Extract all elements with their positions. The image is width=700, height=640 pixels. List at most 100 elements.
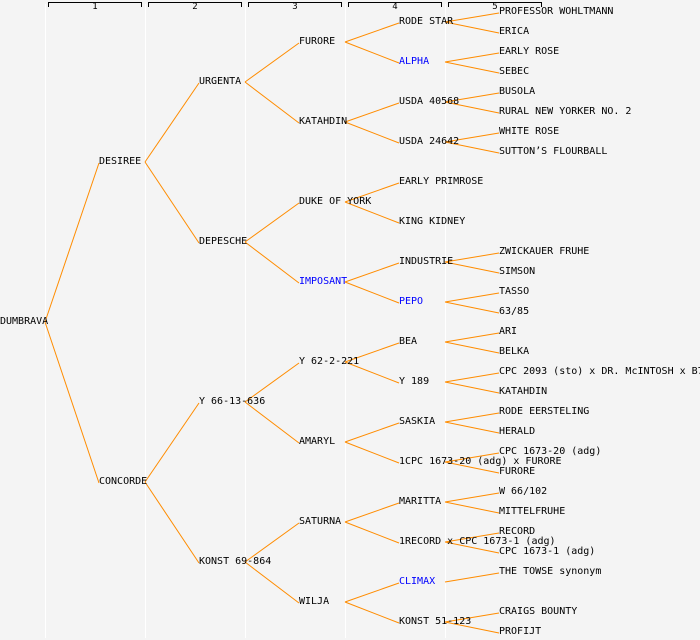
ancestor-variety[interactable]: RODE EERSTELING <box>499 406 590 417</box>
ancestor-variety[interactable]: PROFESSOR WOHLTMANN <box>499 6 614 17</box>
ancestor-variety[interactable]: DEPESCHE <box>199 236 248 247</box>
pedigree-link <box>444 572 500 583</box>
ancestor-variety[interactable]: ZWICKAUER FRUHE <box>499 246 590 257</box>
ancestor-variety[interactable]: MARITTA <box>399 496 442 507</box>
ancestor-variety[interactable]: WHITE ROSE <box>499 126 560 137</box>
ancestor-variety[interactable]: ALPHA <box>399 56 430 67</box>
column-separator <box>445 4 446 638</box>
ancestor-variety[interactable]: DESIREE <box>99 156 142 167</box>
ancestor-variety[interactable]: RECORD <box>499 526 536 537</box>
ancestor-variety[interactable]: BUSOLA <box>499 86 536 97</box>
pedigree-link <box>344 342 400 363</box>
ancestor-variety[interactable]: 63/85 <box>499 306 530 317</box>
pedigree-link <box>44 162 100 323</box>
ancestor-variety[interactable]: AMARYL <box>299 436 336 447</box>
ancestor-variety[interactable]: BEA <box>399 336 418 347</box>
ancestor-variety[interactable]: URGENTA <box>199 76 242 87</box>
ancestor-variety[interactable]: KONST 51-123 <box>399 616 472 627</box>
ancestor-variety[interactable]: CRAIGS BOUNTY <box>499 606 578 617</box>
ancestor-variety[interactable]: SASKIA <box>399 416 436 427</box>
column-separator <box>145 4 146 638</box>
pedigree-link <box>144 481 200 564</box>
ancestor-variety[interactable]: EARLY ROSE <box>499 46 560 57</box>
header-bracket <box>348 2 442 7</box>
pedigree-link <box>444 61 500 74</box>
ancestor-variety[interactable]: USDA 24642 <box>399 136 460 147</box>
ancestor-variety[interactable]: FURORE <box>299 36 336 47</box>
ancestor-variety[interactable]: BELKA <box>499 346 530 357</box>
ancestor-variety[interactable]: TASSO <box>499 286 530 297</box>
ancestor-variety[interactable]: IMPOSANT <box>299 276 348 287</box>
header-bracket <box>248 2 342 7</box>
ancestor-variety[interactable]: DUKE OF YORK <box>299 196 372 207</box>
generation-number: 3 <box>292 2 298 12</box>
ancestor-variety[interactable]: CLIMAX <box>399 576 436 587</box>
pedigree-link <box>444 452 500 463</box>
ancestor-variety[interactable]: 1CPC 1673-20 (adg) x FURORE <box>399 456 562 467</box>
ancestor-variety[interactable]: KING KIDNEY <box>399 216 466 227</box>
pedigree-link <box>444 132 500 143</box>
pedigree-link <box>444 492 500 503</box>
pedigree-link <box>44 321 100 484</box>
root-variety[interactable]: DUMBRAVA <box>0 316 49 327</box>
ancestor-variety[interactable]: THE TOWSE synonym <box>499 566 602 577</box>
ancestor-variety[interactable]: CONCORDE <box>99 476 148 487</box>
pedigree-link <box>344 182 400 203</box>
ancestor-variety[interactable]: 1RECORD x CPC 1673-1 (adg) <box>399 536 556 547</box>
pedigree-link <box>344 441 400 464</box>
pedigree-link <box>344 121 400 144</box>
pedigree-link <box>244 561 300 604</box>
ancestor-variety[interactable]: CPC 1673-20 (adg) <box>499 446 602 457</box>
generation-header: 4 <box>348 0 442 12</box>
ancestor-variety[interactable]: FURORE <box>499 466 536 477</box>
ancestor-variety[interactable]: PEPO <box>399 296 424 307</box>
pedigree-link <box>444 252 500 263</box>
generation-number: 5 <box>492 2 498 12</box>
generation-header: 2 <box>148 0 242 12</box>
ancestor-variety[interactable]: KATAHDIN <box>499 386 548 397</box>
ancestor-variety[interactable]: INDUSTRIE <box>399 256 454 267</box>
pedigree-link <box>244 202 300 243</box>
pedigree-link <box>144 402 200 483</box>
ancestor-variety[interactable]: USDA 40568 <box>399 96 460 107</box>
column-separator <box>345 4 346 638</box>
ancestor-variety[interactable]: RURAL NEW YORKER NO. 2 <box>499 106 632 117</box>
ancestor-variety[interactable]: CPC 1673-1 (adg) <box>499 546 596 557</box>
ancestor-variety[interactable]: ARI <box>499 326 518 337</box>
generation-number: 1 <box>92 2 98 12</box>
pedigree-link <box>344 521 400 544</box>
pedigree-link <box>244 81 300 124</box>
ancestor-variety[interactable]: EARLY PRIMROSE <box>399 176 484 187</box>
pedigree-link <box>344 281 400 304</box>
ancestor-variety[interactable]: RODE STAR <box>399 16 454 27</box>
pedigree-link <box>444 301 500 314</box>
ancestor-variety[interactable]: CPC 2093 (sto) x DR. McINTOSH x B7 <box>499 366 700 377</box>
pedigree-link <box>444 92 500 103</box>
pedigree-link <box>444 21 500 34</box>
column-separator <box>245 4 246 638</box>
ancestor-variety[interactable]: Y 66-13-636 <box>199 396 266 407</box>
ancestor-variety[interactable]: HERALD <box>499 426 536 437</box>
ancestor-variety[interactable]: Y 62-2-221 <box>299 356 360 367</box>
ancestor-variety[interactable]: PROFIJT <box>499 626 542 637</box>
pedigree-link <box>344 422 400 443</box>
ancestor-variety[interactable]: Y 189 <box>399 376 430 387</box>
ancestor-variety[interactable]: W 66/102 <box>499 486 548 497</box>
pedigree-link <box>444 52 500 63</box>
ancestor-variety[interactable]: KATAHDIN <box>299 116 348 127</box>
ancestor-variety[interactable]: ERICA <box>499 26 530 37</box>
ancestor-variety[interactable]: KONST 69-864 <box>199 556 272 567</box>
ancestor-variety[interactable]: SUTTON’S FLOURBALL <box>499 146 608 157</box>
ancestor-variety[interactable]: SEBEC <box>499 66 530 77</box>
pedigree-link <box>144 82 200 163</box>
generation-number: 2 <box>192 2 198 12</box>
pedigree-link <box>344 201 400 224</box>
pedigree-link <box>444 421 500 434</box>
ancestor-variety[interactable]: WILJA <box>299 596 330 607</box>
ancestor-variety[interactable]: SIMSON <box>499 266 536 277</box>
ancestor-variety[interactable]: MITTELFRUHE <box>499 506 566 517</box>
ancestor-variety[interactable]: SATURNA <box>299 516 342 527</box>
pedigree-link <box>444 621 500 634</box>
header-bracket <box>148 2 242 7</box>
